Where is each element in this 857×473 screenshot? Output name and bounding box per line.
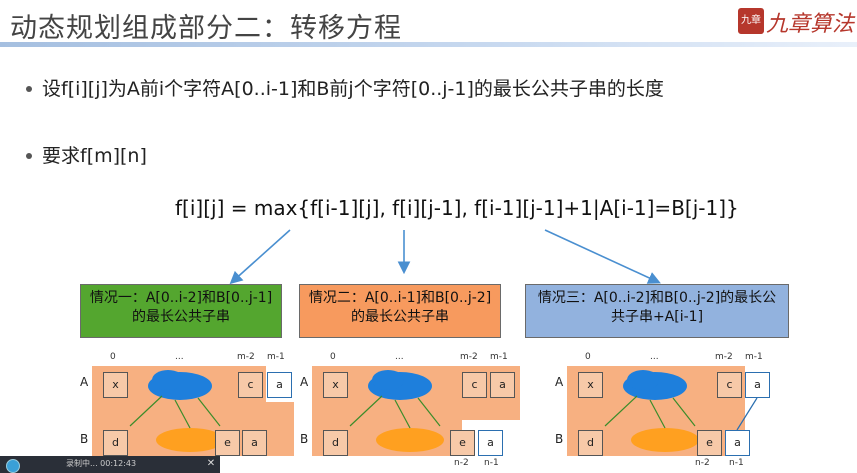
index-label: ... xyxy=(650,352,659,362)
row-label-b: B xyxy=(80,432,89,446)
diagram-case-3: 0 ... m-2 m-1 A B x c a d e a n-2 n-1 xyxy=(555,352,775,473)
row-label-a: A xyxy=(80,375,89,389)
recording-taskbar xyxy=(0,456,220,473)
cell-b-e: e xyxy=(697,430,722,456)
index-label: ... xyxy=(175,352,184,362)
bullet-definition: 设f[i][j]为A前i个字符A[0..i-1]和B前j个字符[0..j-1]的… xyxy=(42,78,664,100)
index-label: m-1 xyxy=(745,352,763,362)
cell-b-d: d xyxy=(578,430,603,456)
cell-a-c: c xyxy=(717,372,742,398)
cell-a-a: a xyxy=(745,372,770,398)
index-label: 0 xyxy=(330,352,336,362)
index-label: 0 xyxy=(110,352,116,362)
row-label-a: A xyxy=(300,375,309,389)
index-label: m-2 xyxy=(460,352,478,362)
bullet-icon xyxy=(26,86,32,92)
cell-a-x: x xyxy=(103,372,128,398)
cell-b-d: d xyxy=(323,430,348,456)
index-label: n-2 xyxy=(454,458,469,468)
cell-b-a: a xyxy=(478,430,503,456)
case-one-box: 情况一：A[0..i-2]和B[0..j-1]的最长公共子串 xyxy=(80,284,282,338)
cloud-links xyxy=(349,370,444,452)
index-label: m-1 xyxy=(267,352,285,362)
logo-seal-icon: 九章 xyxy=(738,8,764,34)
cell-a-x: x xyxy=(578,372,603,398)
index-label: n-2 xyxy=(695,458,710,468)
index-label: n-1 xyxy=(484,458,499,468)
row-label-b: B xyxy=(555,432,564,446)
index-label: n-1 xyxy=(729,458,744,468)
cell-a-c: c xyxy=(238,372,263,398)
cell-b-a: a xyxy=(242,430,267,456)
cell-a-x: x xyxy=(323,372,348,398)
case-two-box: 情况二：A[0..i-1]和B[0..j-2]的最长公共子串 xyxy=(299,284,501,338)
cell-b-e: e xyxy=(450,430,475,456)
diagram-case-1: 0 ... m-2 m-1 A B x c a d e a xyxy=(80,352,295,456)
cell-a-c: c xyxy=(462,372,487,398)
index-label: m-1 xyxy=(490,352,508,362)
cell-a-a: a xyxy=(267,372,292,398)
cell-b-d: d xyxy=(103,430,128,456)
close-button[interactable]: ✕ xyxy=(206,458,216,469)
cell-b-a: a xyxy=(725,430,750,456)
brand-logo: 九章算法 xyxy=(766,12,855,37)
index-label: m-2 xyxy=(715,352,733,362)
row-label-b: B xyxy=(300,432,309,446)
case-three-box: 情况三：A[0..i-2]和B[0..j-2]的最长公共子串+A[i-1] xyxy=(525,284,789,338)
index-label: ... xyxy=(395,352,404,362)
slide-title: 动态规划组成部分二：转移方程 xyxy=(10,13,402,44)
cell-b-e: e xyxy=(215,430,240,456)
index-label: 0 xyxy=(585,352,591,362)
cloud-links xyxy=(604,370,758,452)
title-underline xyxy=(0,42,857,47)
subproblem-region xyxy=(266,402,294,456)
index-label: m-2 xyxy=(237,352,255,362)
transition-formula: f[i][j] = max{f[i-1][j], f[i][j-1], f[i-… xyxy=(175,196,739,220)
arrow-case-3 xyxy=(544,229,661,284)
recording-status: 录制中... 00:12:43 xyxy=(66,459,137,468)
row-label-a: A xyxy=(555,375,564,389)
cloud-links xyxy=(129,370,224,452)
bullet-goal: 要求f[m][n] xyxy=(42,145,147,167)
cell-a-a: a xyxy=(490,372,515,398)
recorder-icon[interactable] xyxy=(6,459,20,473)
arrow-case-1 xyxy=(229,229,291,285)
bullet-icon xyxy=(26,153,32,159)
diagram-case-2: 0 ... m-2 m-1 A B x c a d e a n-2 n-1 xyxy=(300,352,520,473)
